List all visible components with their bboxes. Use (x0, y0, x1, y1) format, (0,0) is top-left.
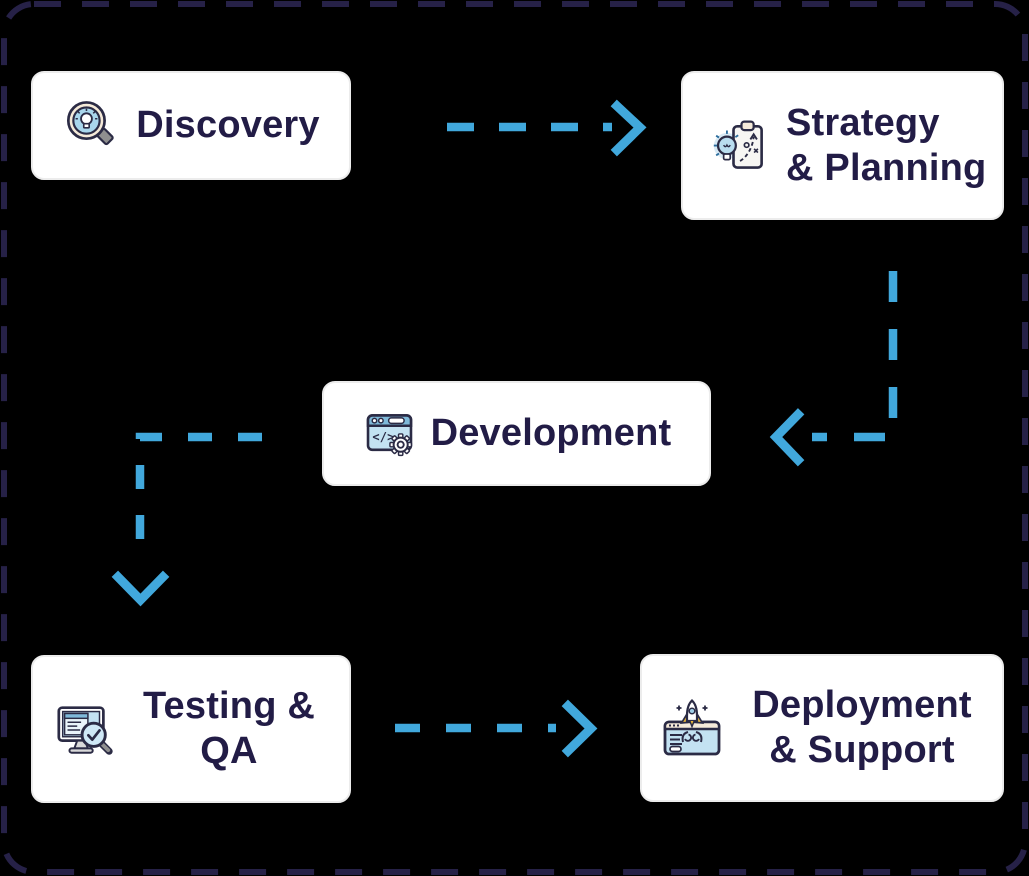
node-label: Deployment& Support (752, 684, 972, 771)
node-discovery: Discovery (31, 71, 351, 180)
browser-rocket-icon (660, 694, 724, 762)
node-strategy-planning: Strategy& Planning (681, 71, 1004, 220)
arrow-testing-to-deployment (395, 699, 598, 758)
node-label: Testing &QA (142, 685, 316, 772)
arrow-strategy-to-development (769, 271, 898, 467)
monitor-inspect-icon (53, 697, 115, 761)
node-development: </> Development (322, 381, 711, 486)
magnifier-lightbulb-icon (62, 97, 120, 155)
node-deployment-support: Deployment& Support (640, 654, 1004, 802)
node-label: Development (430, 412, 672, 455)
node-label: Discovery (136, 104, 320, 147)
browser-code-gear-icon: </> (362, 406, 417, 461)
node-testing-qa: Testing &QA (31, 655, 351, 803)
svg-text:</>: </> (372, 430, 394, 444)
arrow-discovery-to-strategy (447, 99, 647, 157)
node-label: Strategy& Planning (786, 101, 987, 189)
clipboard-strategy-icon (711, 113, 771, 179)
arrow-development-to-testing (111, 432, 262, 607)
